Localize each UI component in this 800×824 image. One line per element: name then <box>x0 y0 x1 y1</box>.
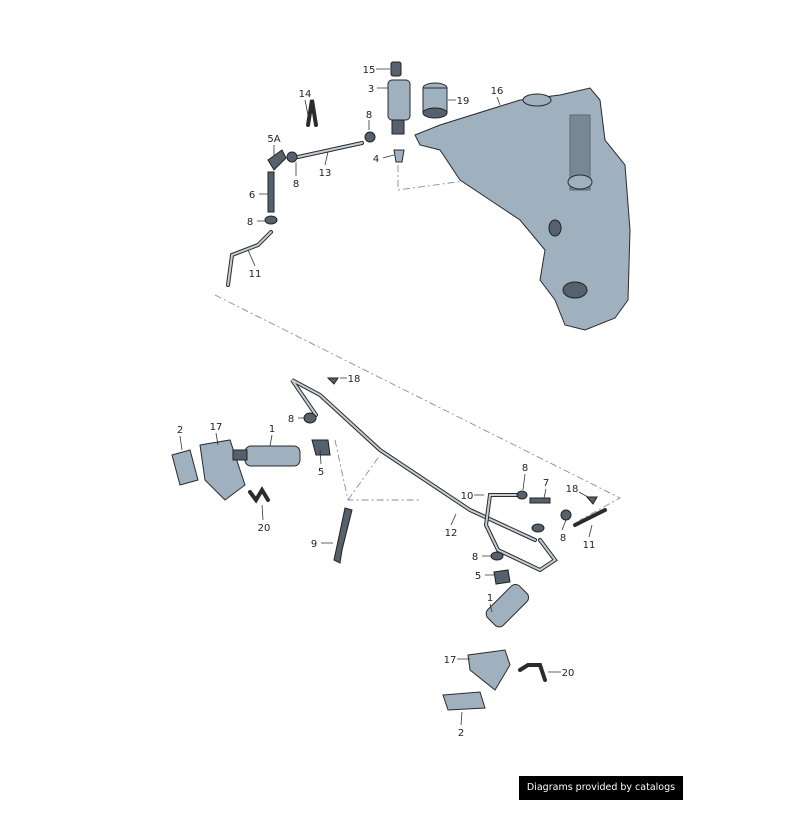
callout-2: 2 <box>458 728 464 739</box>
parts-diagram: 15 3 19 16 14 8 5A 8 13 4 6 8 11 18 8 2 … <box>171 61 631 739</box>
callout-17: 17 <box>444 655 457 666</box>
callout-18: 18 <box>348 374 361 385</box>
callout-5a: 5A <box>267 134 280 145</box>
assembly-dash-lines <box>214 165 621 521</box>
callout-5: 5 <box>318 467 324 478</box>
callout-17: 17 <box>210 422 223 433</box>
footer-credit: Diagrams provided by catalogs parts <box>519 776 683 817</box>
callout-6: 6 <box>249 190 255 201</box>
callout-16: 16 <box>491 86 504 97</box>
callout-18: 18 <box>566 484 579 495</box>
callout-labels: 15 3 19 16 14 8 5A 8 13 4 6 8 11 18 8 2 … <box>177 65 596 739</box>
right-washer-nozzle-assembly[interactable] <box>442 490 598 711</box>
callout-8: 8 <box>522 463 528 474</box>
callout-8: 8 <box>472 552 478 563</box>
leader-lines <box>179 68 593 726</box>
hose-12[interactable] <box>290 378 607 573</box>
left-washer-nozzle-assembly[interactable] <box>171 377 353 564</box>
callout-4: 4 <box>373 154 379 165</box>
callout-8: 8 <box>366 110 372 121</box>
callout-8: 8 <box>288 414 294 425</box>
callout-20: 20 <box>562 668 575 679</box>
callout-1: 1 <box>269 424 275 435</box>
callout-15: 15 <box>363 65 376 76</box>
callout-5: 5 <box>475 571 481 582</box>
callout-11: 11 <box>249 269 262 280</box>
callout-8: 8 <box>560 533 566 544</box>
callout-12: 12 <box>445 528 458 539</box>
callout-7: 7 <box>543 478 549 489</box>
callout-20: 20 <box>258 523 271 534</box>
washer-fluid-reservoir[interactable] <box>414 87 631 331</box>
callout-11: 11 <box>583 540 596 551</box>
callout-3: 3 <box>368 84 374 95</box>
callout-10: 10 <box>461 491 474 502</box>
callout-8: 8 <box>293 179 299 190</box>
callout-14: 14 <box>299 89 312 100</box>
callout-2: 2 <box>177 425 183 436</box>
callout-13: 13 <box>319 168 332 179</box>
top-pump-assembly[interactable] <box>226 61 448 287</box>
callout-19: 19 <box>457 96 470 107</box>
callout-9: 9 <box>311 539 317 550</box>
callout-8: 8 <box>247 217 253 228</box>
callout-1: 1 <box>487 593 493 604</box>
